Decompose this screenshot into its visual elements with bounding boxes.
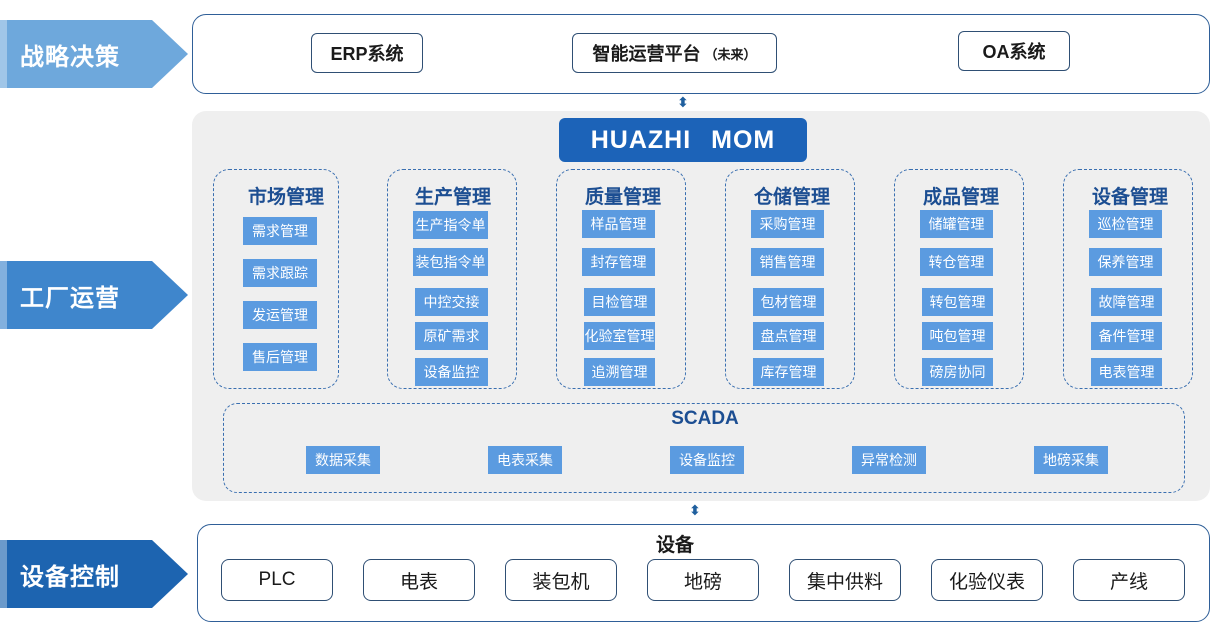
- module-title-equipment: 设备管理: [1091, 187, 1168, 208]
- module-production: [387, 169, 517, 389]
- device-central-feeding[interactable]: 集中供料: [789, 559, 901, 601]
- item-market-2[interactable]: 需求跟踪: [243, 259, 317, 287]
- item-production-5[interactable]: 设备监控: [415, 358, 488, 386]
- item-quality-2[interactable]: 封存管理: [582, 248, 655, 276]
- item-finished-5[interactable]: 磅房协同: [922, 358, 993, 386]
- module-title-market: 市场管理: [247, 187, 324, 208]
- tier-control-label: 设备控制: [0, 540, 188, 608]
- item-equipment-2[interactable]: 保养管理: [1089, 248, 1162, 276]
- equipment-title: 设备: [655, 535, 694, 556]
- module-title-quality: 质量管理: [584, 187, 661, 208]
- mom-title: HUAZHI MOM: [559, 118, 807, 162]
- module-finished-goods: [894, 169, 1024, 389]
- tier-strategy-text: 战略决策: [20, 43, 120, 71]
- tier-operations-text: 工厂运营: [20, 284, 120, 312]
- scada-title: SCADA: [671, 408, 739, 429]
- item-finished-4[interactable]: 吨包管理: [922, 322, 993, 350]
- module-warehouse: [725, 169, 855, 389]
- scada-item-equipment-monitor[interactable]: 设备监控: [670, 446, 744, 474]
- item-warehouse-3[interactable]: 包材管理: [753, 288, 824, 316]
- module-equipment: [1063, 169, 1193, 389]
- tier-operations-label: 工厂运营: [0, 261, 188, 329]
- module-title-production: 生产管理: [414, 187, 491, 208]
- item-market-3[interactable]: 发运管理: [243, 301, 317, 329]
- item-production-4[interactable]: 原矿需求: [415, 322, 488, 350]
- platform-note: （未来）: [704, 46, 757, 62]
- item-equipment-5[interactable]: 电表管理: [1091, 358, 1162, 386]
- item-warehouse-4[interactable]: 盘点管理: [753, 322, 824, 350]
- device-production-line[interactable]: 产线: [1073, 559, 1185, 601]
- item-finished-1[interactable]: 储罐管理: [920, 210, 993, 238]
- module-quality: [556, 169, 686, 389]
- item-warehouse-1[interactable]: 采购管理: [751, 210, 824, 238]
- item-finished-3[interactable]: 转包管理: [922, 288, 993, 316]
- double-arrow-icon-bottom: ⬍: [689, 502, 701, 518]
- module-title-warehouse: 仓储管理: [753, 187, 830, 208]
- tier-strategy-label: 战略决策: [0, 20, 188, 88]
- erp-system-button[interactable]: ERP系统: [311, 33, 423, 73]
- device-meter[interactable]: 电表: [363, 559, 475, 601]
- scada-item-anomaly-detection[interactable]: 异常检测: [852, 446, 926, 474]
- item-market-1[interactable]: 需求管理: [243, 217, 317, 245]
- double-arrow-icon-top: ⬍: [677, 94, 689, 110]
- device-lab-instruments[interactable]: 化验仪表: [931, 559, 1043, 601]
- item-quality-1[interactable]: 样品管理: [582, 210, 655, 238]
- item-production-1[interactable]: 生产指令单: [413, 211, 488, 239]
- item-warehouse-2[interactable]: 销售管理: [751, 248, 824, 276]
- item-equipment-3[interactable]: 故障管理: [1091, 288, 1162, 316]
- item-equipment-1[interactable]: 巡检管理: [1089, 210, 1162, 238]
- item-production-2[interactable]: 装包指令单: [413, 248, 488, 276]
- oa-label: OA系统: [982, 42, 1046, 62]
- module-title-finished-goods: 成品管理: [922, 187, 999, 208]
- smart-operation-platform-button[interactable]: 智能运营平台（未来）: [572, 33, 777, 73]
- item-equipment-4[interactable]: 备件管理: [1091, 322, 1162, 350]
- tier-control-text: 设备控制: [20, 563, 120, 591]
- device-plc[interactable]: PLC: [221, 559, 333, 601]
- item-production-3[interactable]: 中控交接: [415, 288, 488, 316]
- item-warehouse-5[interactable]: 库存管理: [753, 358, 824, 386]
- item-quality-4[interactable]: 化验室管理: [584, 322, 655, 350]
- scada-item-weighbridge-collection[interactable]: 地磅采集: [1034, 446, 1108, 474]
- oa-system-button[interactable]: OA系统: [958, 31, 1070, 71]
- scada-item-meter-collection[interactable]: 电表采集: [488, 446, 562, 474]
- item-finished-2[interactable]: 转仓管理: [920, 248, 993, 276]
- item-market-4[interactable]: 售后管理: [243, 343, 317, 371]
- item-quality-3[interactable]: 目检管理: [584, 288, 655, 316]
- scada-item-data-collection[interactable]: 数据采集: [306, 446, 380, 474]
- device-packing-machine[interactable]: 装包机: [505, 559, 617, 601]
- item-quality-5[interactable]: 追溯管理: [584, 358, 655, 386]
- platform-label: 智能运营平台: [592, 44, 701, 64]
- erp-label: ERP系统: [330, 44, 404, 64]
- device-weighbridge[interactable]: 地磅: [647, 559, 759, 601]
